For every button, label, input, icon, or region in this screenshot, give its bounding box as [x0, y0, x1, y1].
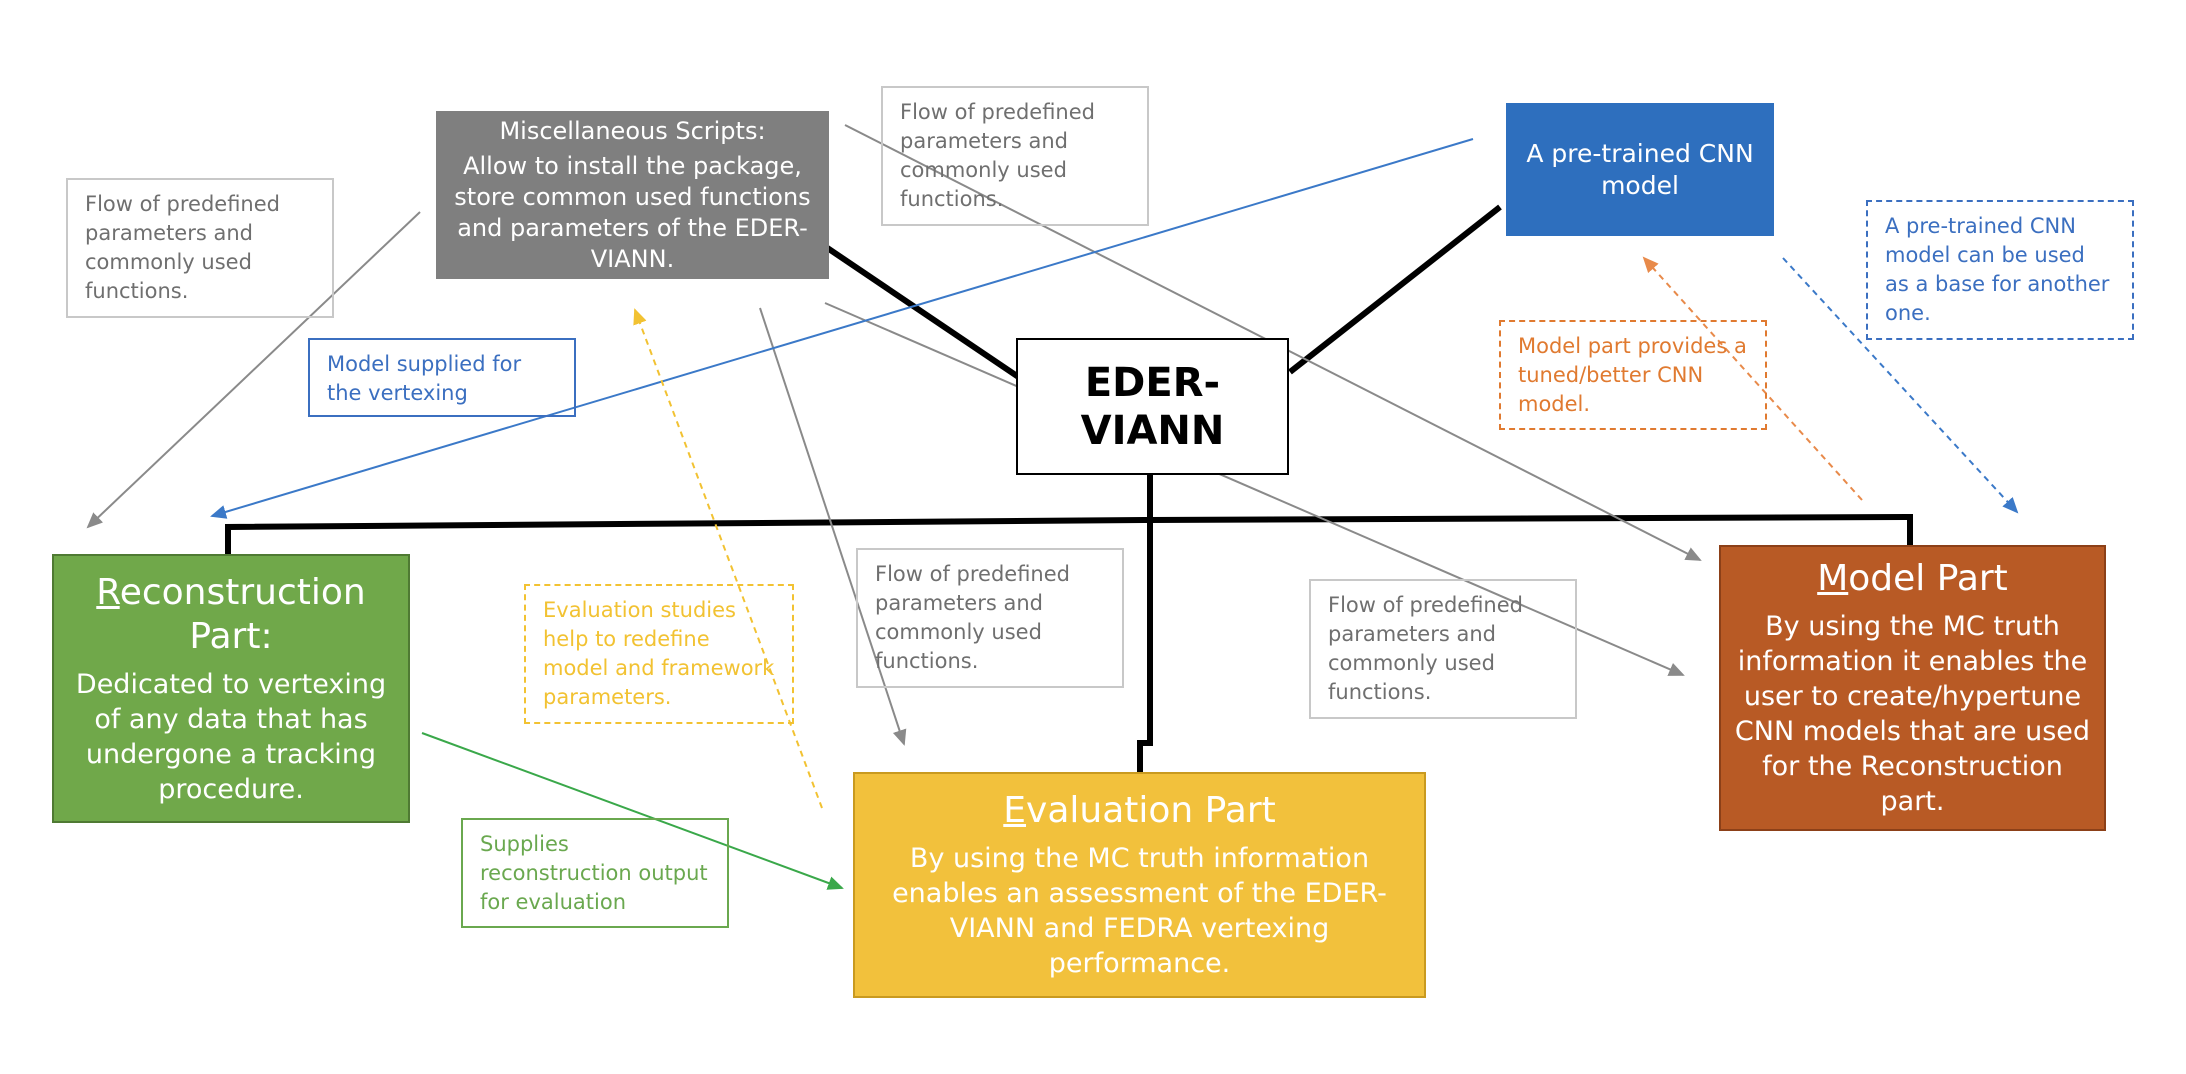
flow-arrows — [86, 124, 1702, 746]
model-provides-note: Model part provides a tuned/better CNN m… — [1499, 320, 1767, 430]
eder-viann-label: EDER-VIANN — [1080, 359, 1225, 454]
reconstruction-title: Reconstruction Part: — [62, 571, 400, 659]
cnn-model-label: A pre-trained CNN model — [1526, 138, 1754, 200]
reconstruction-title-initial: R — [96, 571, 120, 613]
structure-connectors — [225, 204, 1913, 772]
pretrained-base-note: A pre-trained CNN model can be used as a… — [1866, 200, 2134, 340]
model-title-initial: M — [1817, 558, 1849, 599]
evaluation-part-box: Evaluation Part By using the MC truth in… — [853, 772, 1426, 998]
evaluation-title-initial: E — [1003, 790, 1027, 831]
evaluation-title-rest: valuation Part — [1026, 790, 1276, 831]
flow-note-middle: Flow of predefined parameters and common… — [856, 548, 1124, 688]
pretrained-base-arrow — [1782, 257, 2019, 514]
model-supplied-note: Model supplied for the vertexing — [308, 338, 576, 417]
flow-note-top: Flow of predefined parameters and common… — [881, 86, 1149, 226]
evaluation-studies-note: Evaluation studies help to redefine mode… — [524, 584, 794, 724]
misc-scripts-title: Miscellaneous Scripts: — [499, 117, 766, 145]
evaluation-studies-arrow — [633, 308, 823, 809]
model-description: By using the MC truth information it ena… — [1734, 611, 2091, 817]
model-title-rest: odel Part — [1848, 558, 2008, 599]
flow-note-left: Flow of predefined parameters and common… — [66, 178, 334, 318]
supplies-output-arrow — [421, 732, 844, 890]
misc-scripts-box: Miscellaneous Scripts: Allow to install … — [436, 111, 829, 279]
misc-scripts-description: Allow to install the package, store comm… — [454, 152, 811, 273]
supplies-output-note: Supplies reconstruction output for evalu… — [461, 818, 729, 928]
reconstruction-part-box: Reconstruction Part: Dedicated to vertex… — [52, 554, 410, 823]
model-title: Model Part — [1817, 557, 2008, 601]
evaluation-title: Evaluation Part — [1003, 789, 1275, 833]
reconstruction-title-rest: econstruction Part: — [119, 571, 366, 657]
evaluation-description: By using the MC truth information enable… — [892, 843, 1387, 979]
cnn-model-box: A pre-trained CNN model — [1506, 103, 1774, 236]
model-supplied-arrow — [210, 138, 1474, 519]
reconstruction-description: Dedicated to vertexing of any data that … — [75, 668, 387, 805]
model-part-box: Model Part By using the MC truth informa… — [1719, 545, 2106, 831]
flow-note-right: Flow of predefined parameters and common… — [1309, 579, 1577, 719]
eder-viann-box: EDER-VIANN — [1016, 338, 1289, 475]
